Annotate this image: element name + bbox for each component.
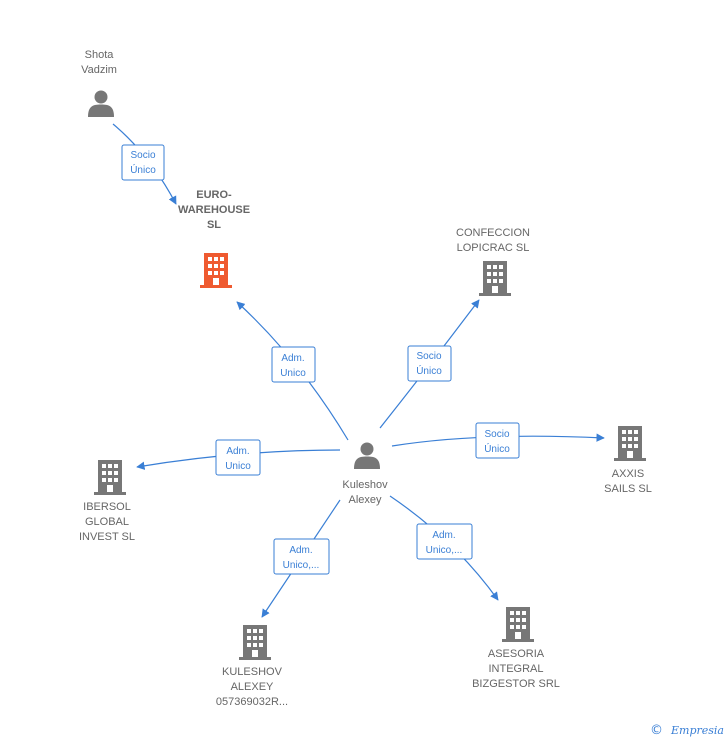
svg-text:Adm.: Adm.	[432, 530, 455, 541]
node-label: INVEST SL	[79, 531, 135, 543]
node-asesoria-integral-bizgestor[interactable]: ASESORIA INTEGRAL BIZGESTOR SRL	[472, 607, 560, 690]
edge-label-shota-euro: Socio Único	[121, 144, 165, 181]
building-icon	[200, 253, 232, 288]
footer-brand: © Empresia	[650, 723, 724, 738]
svg-text:Socio: Socio	[130, 150, 155, 161]
node-label: INTEGRAL	[488, 663, 543, 675]
node-label: EURO-	[196, 189, 232, 201]
node-label: AXXIS	[612, 468, 644, 480]
node-label: KULESHOV	[222, 666, 283, 678]
node-label: SL	[207, 219, 221, 231]
svg-text:Socio: Socio	[484, 429, 509, 440]
person-icon	[88, 90, 114, 117]
node-axxis-sails[interactable]: AXXIS SAILS SL	[604, 426, 652, 495]
node-label: CONFECCION	[456, 227, 530, 239]
node-label: SAILS SL	[604, 483, 652, 495]
node-euro-warehouse[interactable]: EURO- WAREHOUSE SL	[178, 189, 250, 288]
node-label: WAREHOUSE	[178, 204, 250, 216]
svg-text:Adm.: Adm.	[289, 545, 312, 556]
node-label: LOPICRAC SL	[457, 242, 530, 254]
node-label: BIZGESTOR SRL	[472, 678, 560, 690]
edge-label-kuleshov-kuleshov-co: Adm. Unico,...	[273, 538, 330, 575]
node-label: Alexey	[348, 494, 382, 506]
edge-label-kuleshov-euro: Adm. Unico	[271, 346, 316, 383]
node-label: Kuleshov	[342, 479, 388, 491]
building-icon	[502, 607, 534, 642]
building-icon	[614, 426, 646, 461]
svg-text:Adm.: Adm.	[226, 446, 249, 457]
svg-text:Único: Único	[484, 442, 510, 455]
node-label: IBERSOL	[83, 501, 131, 513]
copyright-icon: ©	[650, 723, 663, 738]
node-label: ALEXEY	[231, 681, 274, 693]
edges	[112, 123, 605, 618]
node-shota-vadzim[interactable]: Shota Vadzim	[81, 49, 117, 117]
brand-logo: Empresia	[670, 724, 724, 737]
edge-label-kuleshov-ibersol: Adm. Unico	[215, 439, 261, 476]
svg-text:Único: Único	[416, 364, 442, 377]
node-label: 057369032R...	[216, 696, 288, 708]
person-icon	[354, 442, 380, 469]
svg-text:Unico,...: Unico,...	[283, 560, 320, 571]
node-ibersol-global-invest[interactable]: IBERSOL GLOBAL INVEST SL	[79, 460, 135, 543]
building-icon	[239, 625, 271, 660]
svg-text:Socio: Socio	[416, 351, 441, 362]
node-kuleshov-alexey[interactable]: Kuleshov Alexey	[342, 442, 388, 507]
svg-text:Unico: Unico	[280, 368, 306, 379]
node-kuleshov-alexey-company[interactable]: KULESHOV ALEXEY 057369032R...	[216, 625, 288, 708]
edge-label-kuleshov-asesoria: Adm. Unico,...	[416, 523, 473, 560]
node-label: Vadzim	[81, 64, 117, 76]
node-confeccion-lopicrac[interactable]: CONFECCION LOPICRAC SL	[456, 227, 530, 296]
node-label: ASESORIA	[488, 648, 545, 660]
node-label: GLOBAL	[85, 516, 129, 528]
edge-label-kuleshov-axxis: Socio Único	[475, 422, 520, 459]
building-icon	[94, 460, 126, 495]
node-label: Shota	[85, 49, 115, 61]
svg-text:Unico,...: Unico,...	[426, 545, 463, 556]
svg-text:Unico: Unico	[225, 461, 251, 472]
svg-text:Único: Único	[130, 163, 156, 176]
building-icon	[479, 261, 511, 296]
edge-label-kuleshov-confeccion: Socio Único	[407, 345, 452, 382]
svg-text:Adm.: Adm.	[281, 353, 304, 364]
